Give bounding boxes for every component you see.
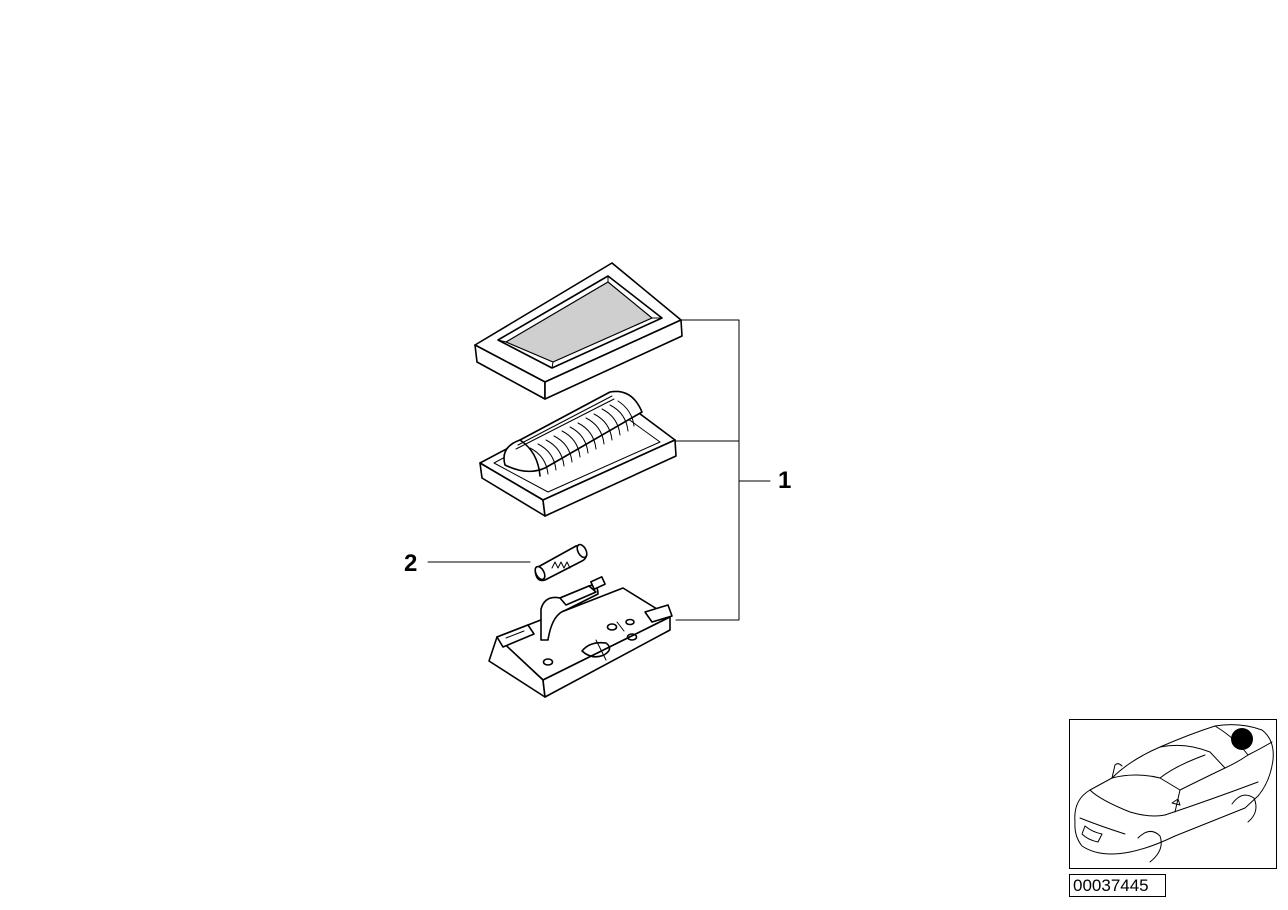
location-marker-icon bbox=[1231, 728, 1253, 750]
mounting-bracket-icon bbox=[488, 576, 673, 698]
lens-cover-icon bbox=[474, 262, 683, 400]
callout-number-2: 2 bbox=[404, 550, 417, 577]
lamp-housing-icon bbox=[479, 390, 677, 517]
car-location-icon bbox=[1074, 724, 1274, 863]
leader-lines bbox=[427, 319, 771, 621]
diagram-code: 00037445 bbox=[1073, 876, 1149, 895]
location-inset bbox=[1069, 719, 1277, 869]
festoon-bulb-icon bbox=[534, 543, 588, 582]
callout-number-1: 1 bbox=[778, 467, 791, 494]
diagram-code-box: 00037445 bbox=[1069, 874, 1166, 897]
